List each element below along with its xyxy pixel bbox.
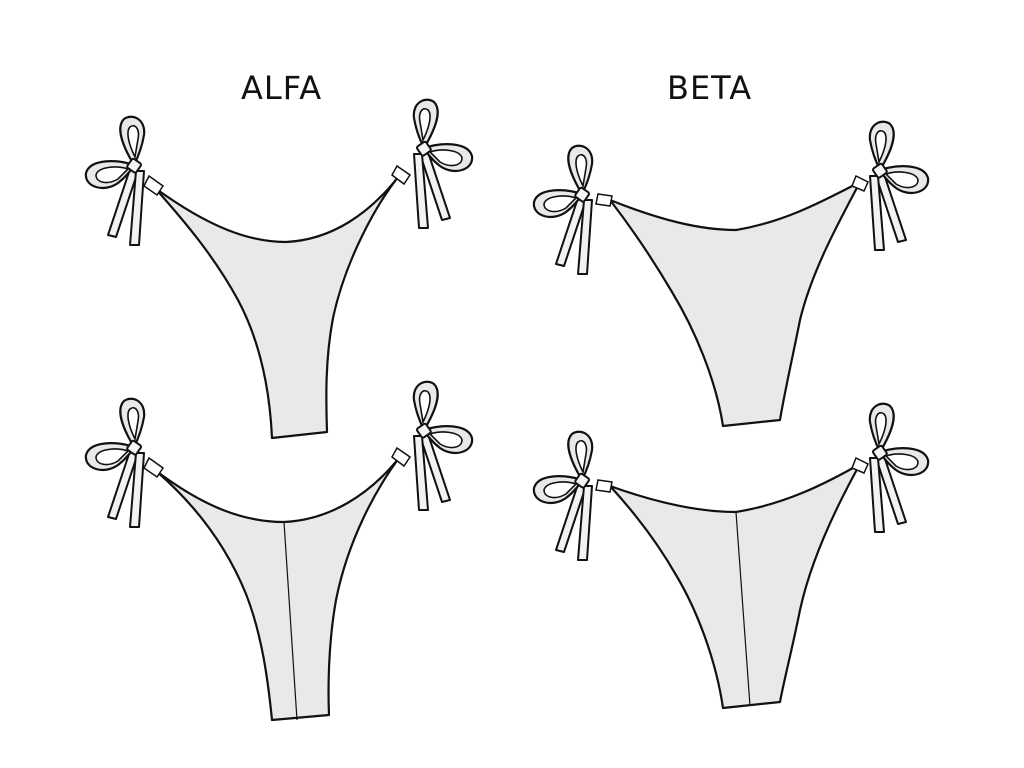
beta-front [532,120,930,428]
style-label-alfa: ALFA [241,69,323,107]
alfa-front [84,98,474,440]
beta-back [532,402,930,710]
style-label-beta: BETA [667,69,753,107]
alfa-back [84,380,474,722]
